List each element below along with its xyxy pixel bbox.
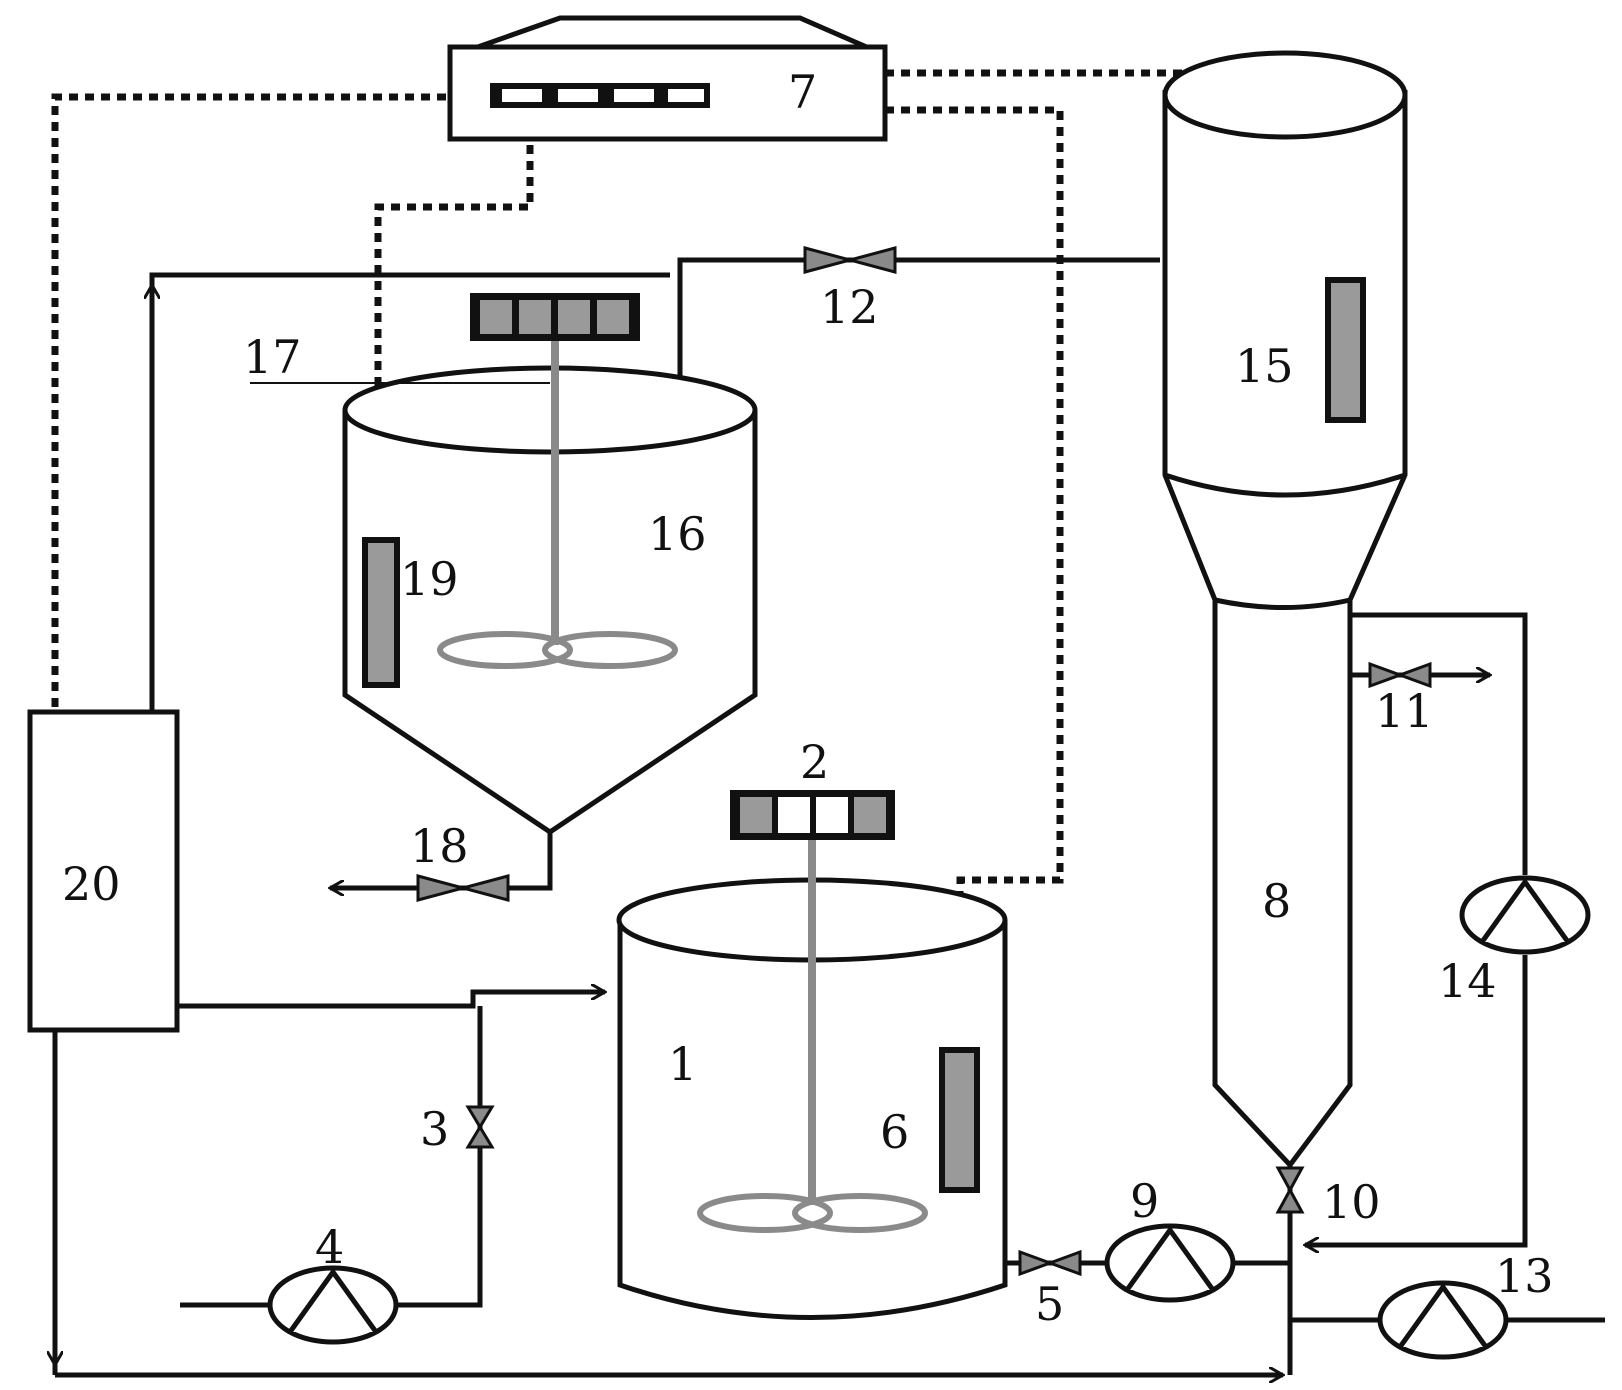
pump-4 xyxy=(267,1265,399,1345)
label-5: 5 xyxy=(1035,1277,1064,1331)
label-2: 2 xyxy=(800,735,829,789)
label-20: 20 xyxy=(62,857,121,911)
label-14: 14 xyxy=(1438,954,1497,1008)
controller-7 xyxy=(447,15,888,142)
reaction-tank-1 xyxy=(616,790,1008,1320)
sensor-19 xyxy=(362,537,400,688)
unit-20 xyxy=(27,709,180,1033)
label-16: 16 xyxy=(648,507,707,561)
label-9: 9 xyxy=(1130,1174,1159,1228)
sensor-6 xyxy=(939,1047,980,1193)
label-15: 15 xyxy=(1235,339,1294,393)
settling-tank-16 xyxy=(250,293,758,836)
column-8 xyxy=(1162,50,1408,1169)
label-6: 6 xyxy=(880,1105,909,1159)
pump-14 xyxy=(1459,875,1591,955)
label-18: 18 xyxy=(410,819,469,873)
valve-18 xyxy=(416,874,510,902)
valve-12 xyxy=(803,246,897,274)
label-11: 11 xyxy=(1375,684,1434,738)
pump-13 xyxy=(1377,1280,1509,1360)
component-labels: 1 2 3 4 5 6 7 8 9 10 11 12 13 14 15 16 1… xyxy=(62,65,1554,1331)
label-19: 19 xyxy=(400,552,459,606)
label-4: 4 xyxy=(315,1220,344,1274)
sensor-15 xyxy=(1325,277,1366,423)
label-8: 8 xyxy=(1262,874,1291,928)
pump-9 xyxy=(1104,1223,1236,1303)
valve-10 xyxy=(1275,1166,1305,1214)
valve-5 xyxy=(1018,1249,1082,1277)
label-17: 17 xyxy=(243,330,302,384)
label-7: 7 xyxy=(788,65,817,119)
label-13: 13 xyxy=(1495,1249,1554,1303)
label-12: 12 xyxy=(820,280,879,334)
label-10: 10 xyxy=(1322,1175,1381,1229)
label-3: 3 xyxy=(420,1102,449,1156)
label-1: 1 xyxy=(668,1037,697,1091)
valve-3 xyxy=(465,1105,495,1149)
valve-11 xyxy=(1368,661,1432,689)
